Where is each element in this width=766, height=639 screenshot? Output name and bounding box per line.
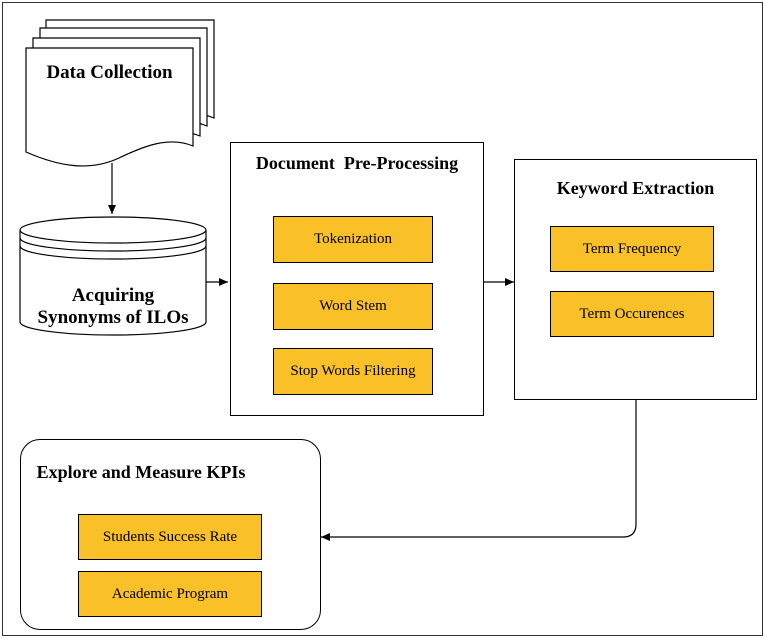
kpis-title: Explore and Measure KPIs <box>36 462 246 482</box>
data-collection-label: Data Collection <box>46 62 173 83</box>
kpi-academic-program: Academic Program <box>78 571 262 617</box>
step-stop-words-filtering: Stop Words Filtering <box>273 348 433 395</box>
step-term-occurences: Term Occurences <box>550 291 714 337</box>
synonyms-database-shape <box>19 216 207 336</box>
preprocessing-panel: Document Pre-Processing Tokenization Wor… <box>230 142 484 416</box>
kpis-panel: Explore and Measure KPIs Students Succes… <box>20 439 321 630</box>
step-word-stem: Word Stem <box>273 283 433 330</box>
synonyms-label-line2: Synonyms of ILOs <box>37 307 189 328</box>
step-term-frequency: Term Frequency <box>550 226 714 272</box>
keyword-extraction-title: Keyword Extraction <box>556 178 715 198</box>
step-tokenization: Tokenization <box>273 216 433 263</box>
arrow-keywords-to-kpis <box>321 400 637 541</box>
preprocessing-title: Document Pre-Processing <box>255 153 459 173</box>
keyword-extraction-panel: Keyword Extraction Term Frequency Term O… <box>514 159 757 400</box>
synonyms-label-line1: Acquiring <box>71 285 155 306</box>
kpi-students-success-rate: Students Success Rate <box>78 514 262 560</box>
data-collection-shape <box>25 19 215 167</box>
